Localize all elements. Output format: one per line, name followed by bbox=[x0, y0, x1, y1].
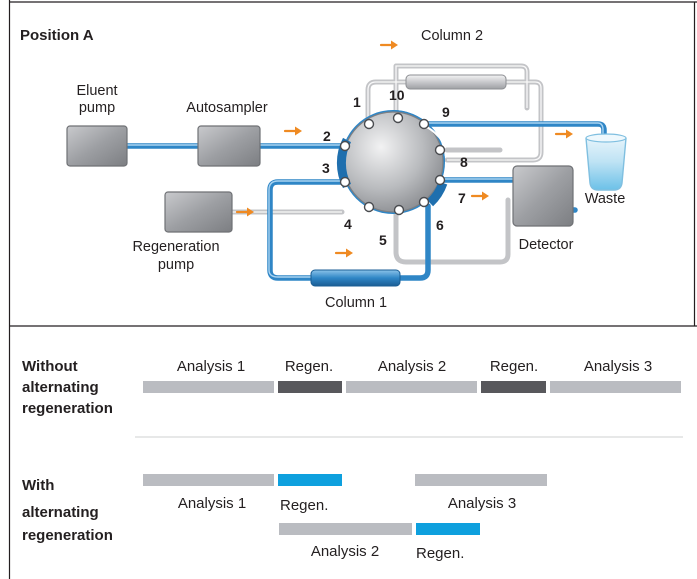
regeneration-pump-box bbox=[164, 191, 233, 233]
arrow-right-icon bbox=[235, 207, 254, 217]
arrow-right-icon bbox=[554, 129, 573, 139]
timeline-with: Analysis 1 Regen. Analysis 2 Regen. Anal… bbox=[143, 474, 547, 562]
autosampler-label: Autosampler bbox=[186, 100, 268, 116]
diagram-panel bbox=[8, 0, 697, 579]
column-2 bbox=[405, 74, 507, 90]
column-2-label: Column 2 bbox=[421, 28, 483, 44]
regeneration-pump-label-line1: Regeneration bbox=[132, 239, 219, 255]
valve-port-holes bbox=[339, 112, 446, 216]
segment-label: Analysis 2 bbox=[378, 358, 446, 375]
regeneration-pump-label-line2: pump bbox=[158, 257, 194, 273]
segment-label: Analysis 1 bbox=[177, 358, 245, 375]
segment-label: Regen. bbox=[280, 497, 328, 514]
port-8-label: 8 bbox=[460, 154, 468, 170]
port-7-label: 7 bbox=[458, 190, 466, 206]
bar-analysis-2 bbox=[279, 523, 412, 535]
bar-analysis-3 bbox=[550, 381, 681, 393]
segment-label: Analysis 3 bbox=[584, 358, 652, 375]
bar-analysis-3 bbox=[415, 474, 547, 486]
arrow-right-icon bbox=[283, 126, 302, 136]
detector-box bbox=[512, 165, 574, 227]
arrow-right-icon bbox=[379, 40, 398, 50]
row-label-with: With alternating regeneration bbox=[22, 477, 113, 544]
waste-beaker-icon bbox=[585, 133, 627, 191]
bar-regen bbox=[278, 381, 342, 393]
eluent-pump-box bbox=[66, 125, 128, 167]
bar-regen bbox=[481, 381, 546, 393]
segment-label: Analysis 3 bbox=[448, 495, 516, 512]
port-4-label: 4 bbox=[344, 216, 352, 232]
port-5-label: 5 bbox=[379, 232, 387, 248]
segment-label: Analysis 1 bbox=[178, 495, 246, 512]
arrow-right-icon bbox=[334, 248, 353, 258]
bar-regen bbox=[278, 474, 342, 486]
row-label-line: With bbox=[22, 477, 54, 494]
segment-label: Analysis 2 bbox=[311, 543, 379, 560]
segment-label: Regen. bbox=[490, 358, 538, 375]
row-label-line: regeneration bbox=[22, 400, 113, 417]
row-label-line: regeneration bbox=[22, 527, 113, 544]
ten-port-valve bbox=[336, 110, 448, 214]
port-3-label: 3 bbox=[322, 160, 330, 176]
row-label-line: alternating bbox=[22, 379, 99, 396]
port-2-label: 2 bbox=[323, 128, 331, 144]
port-1-label: 1 bbox=[353, 94, 361, 110]
waste-label: Waste bbox=[585, 191, 626, 207]
segment-label: Regen. bbox=[416, 545, 464, 562]
segment-label: Regen. bbox=[285, 358, 333, 375]
autosampler-box bbox=[197, 125, 261, 167]
diagram-title: Position A bbox=[20, 27, 94, 44]
port-9-label: 9 bbox=[442, 104, 450, 120]
column-1 bbox=[310, 269, 401, 287]
timeline-without: Analysis 1 Regen. Analysis 2 Regen. Anal… bbox=[143, 358, 681, 393]
arrow-right-icon bbox=[470, 191, 489, 201]
eluent-pump-label-line1: Eluent bbox=[76, 83, 117, 99]
eluent-pump-label-line2: pump bbox=[79, 100, 115, 116]
bar-analysis-1 bbox=[143, 474, 274, 486]
flow-arrows bbox=[235, 40, 573, 258]
port-6-label: 6 bbox=[436, 217, 444, 233]
row-label-line: Without bbox=[22, 358, 78, 375]
bar-regen bbox=[416, 523, 480, 535]
bar-analysis-2 bbox=[346, 381, 477, 393]
row-label-without: Without alternating regeneration bbox=[22, 358, 113, 417]
row-label-line: alternating bbox=[22, 504, 99, 521]
detector-label: Detector bbox=[519, 237, 574, 253]
column-1-label: Column 1 bbox=[325, 295, 387, 311]
port-10-label: 10 bbox=[389, 87, 405, 103]
bar-analysis-1 bbox=[143, 381, 274, 393]
